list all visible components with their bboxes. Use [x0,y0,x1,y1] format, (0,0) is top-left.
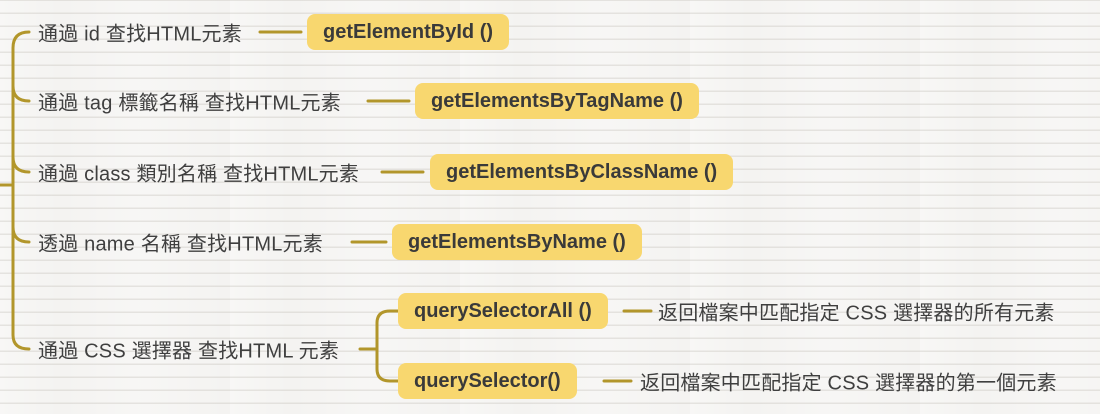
method-node-getelementsbyclassname[interactable]: getElementsByClassName () [430,154,734,190]
branch-curve-tag [11,84,31,103]
description-queryselectorall[interactable]: 返回檔案中匹配指定 CSS 選擇器的所有元素 [658,302,1055,325]
method-node-queryselectorall[interactable]: querySelectorAll () [398,293,608,329]
bracket-upper [375,309,400,351]
topic-find-by-tag[interactable]: 通過 tag 標籤名稱 查找HTML元素 [38,92,341,115]
method-node-getelementbyid[interactable]: getElementById () [307,14,510,50]
branch-curve-class [11,155,31,174]
description-queryselector[interactable]: 返回檔案中匹配指定 CSS 選擇器的第一個元素 [640,372,1057,395]
method-node-queryselector[interactable]: querySelector() [398,363,577,399]
topic-find-by-name[interactable]: 透過 name 名稱 查找HTML元素 [38,233,323,256]
topic-find-by-class[interactable]: 通過 class 類別名稱 查找HTML元素 [38,163,360,186]
method-node-getelementsbytagname[interactable]: getElementsByTagName () [415,83,699,119]
trunk-line [11,30,31,351]
branch-curve-name [11,225,31,244]
bracket-lower [375,347,400,383]
topic-find-by-id[interactable]: 通過 id 查找HTML元素 [38,23,242,46]
topic-find-by-css-selector[interactable]: 通過 CSS 選擇器 查找HTML 元素 [38,340,340,363]
method-node-getelementsbyname[interactable]: getElementsByName () [392,224,642,260]
